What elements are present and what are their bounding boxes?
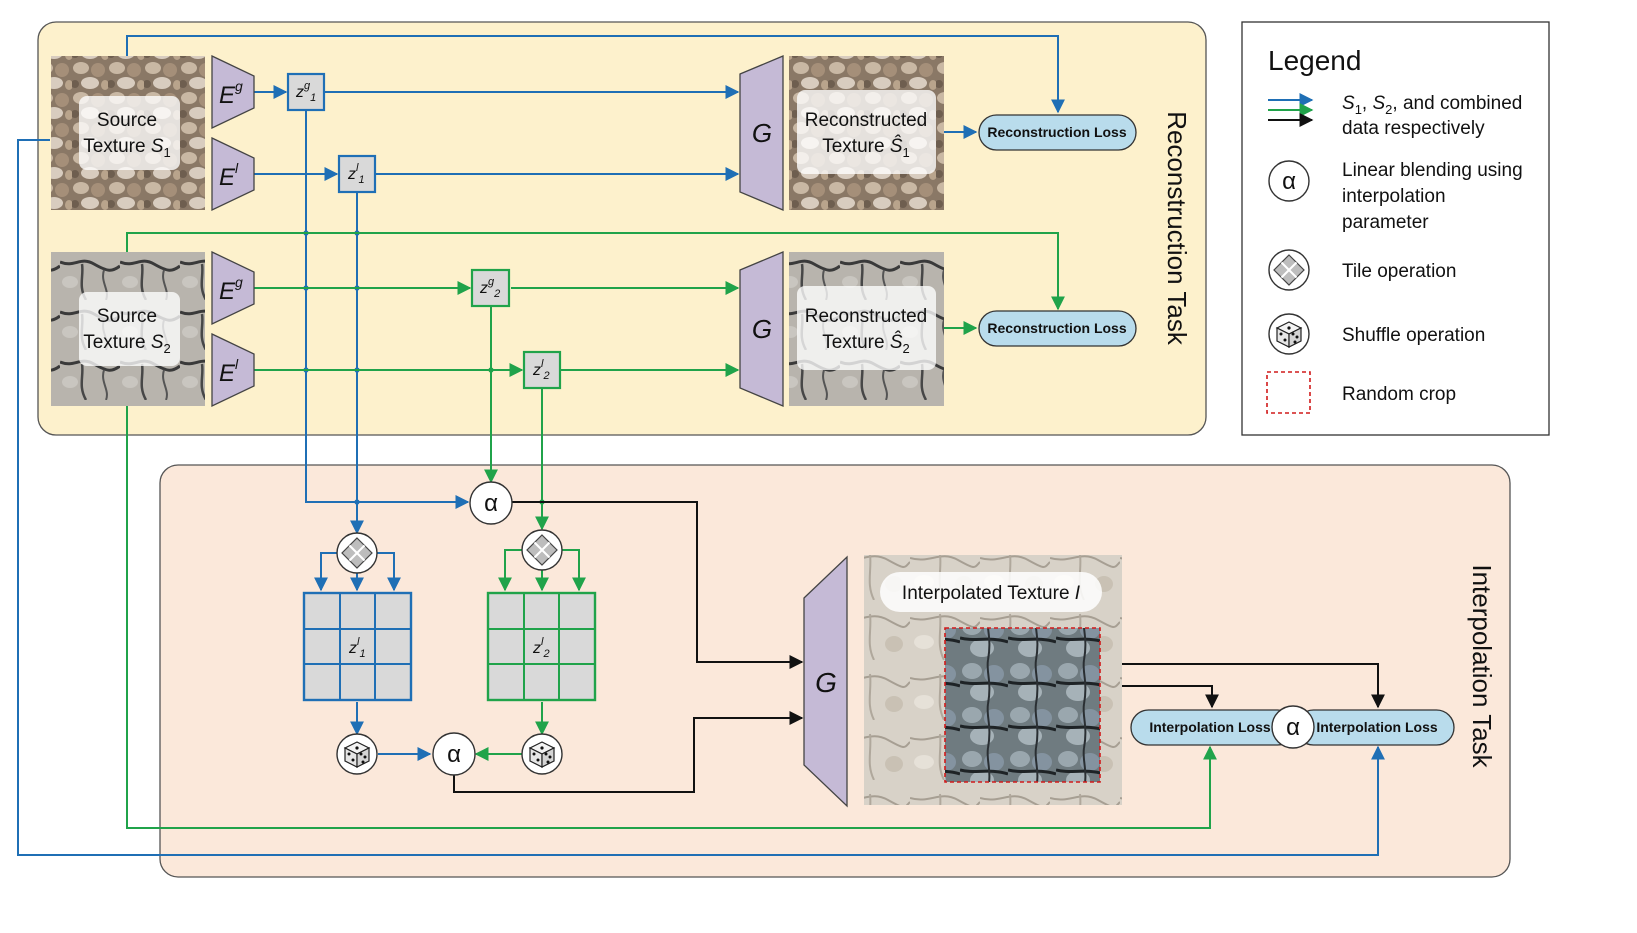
svg-text:G: G (815, 667, 837, 698)
legend-crop-label: Random crop (1342, 384, 1456, 405)
reconstruction-loss-1: Reconstruction Loss (978, 114, 1137, 151)
source1-line2: Texture S1 (83, 136, 171, 160)
svg-text:Reconstruction Loss: Reconstruction Loss (987, 320, 1126, 336)
interpolation-loss-1: Interpolation Loss (1130, 709, 1296, 746)
random-crop-box (944, 627, 1101, 783)
legend-shuffle-label: Shuffle operation (1342, 325, 1485, 346)
legend-alpha-icon: α (1268, 160, 1310, 202)
legend-alpha-line1: Linear blending using (1342, 160, 1523, 181)
latent-zl1: zl1 (337, 154, 377, 194)
legend-tile-label: Tile operation (1342, 261, 1456, 282)
shuffle-dice-icon (521, 733, 563, 775)
alpha-blend-local: α (432, 732, 476, 776)
svg-text:α: α (447, 741, 461, 768)
legend-arrows-line2: data respectively (1342, 118, 1485, 139)
recon1-line1: Reconstructed (805, 110, 928, 131)
legend-shuffle-dice-icon (1268, 313, 1310, 355)
tiled-grid-zl1: zl1 (302, 591, 413, 702)
latent-zg2: zg2 (470, 268, 511, 308)
reconstruction-task-title: Reconstruction Task (1162, 111, 1192, 346)
green-flow-lines (126, 232, 1217, 829)
encoder-local-2: El (211, 332, 255, 408)
latent-zl2: zl2 (522, 350, 562, 390)
svg-text:Eg: Eg (219, 274, 243, 305)
svg-text:G: G (752, 314, 772, 344)
legend-alpha-line2: interpolation (1342, 186, 1446, 207)
interpolation-task-title: Interpolation Task (1467, 564, 1497, 768)
svg-text:zl2: zl2 (532, 358, 550, 382)
interpolation-loss-2: Interpolation Loss (1295, 709, 1455, 746)
legend-title: Legend (1268, 45, 1361, 76)
interpolated-texture-label: Interpolated Texture I (902, 583, 1081, 604)
svg-text:α: α (1282, 168, 1296, 195)
latent-zg1: zg1 (286, 72, 326, 112)
blue-flow-lines (17, 35, 1385, 856)
reconstructed-texture-s1: Reconstructed Texture Ŝ1 (789, 56, 944, 210)
interpolated-texture-i: Interpolated Texture I (864, 555, 1122, 805)
recon2-line1: Reconstructed (805, 306, 928, 327)
svg-text:Reconstruction Loss: Reconstruction Loss (987, 124, 1126, 140)
svg-text:zg1: zg1 (295, 80, 316, 104)
reconstruction-loss-2: Reconstruction Loss (978, 310, 1137, 347)
legend-arrows (1268, 93, 1314, 127)
svg-text:G: G (752, 118, 772, 148)
svg-text:zg2: zg2 (479, 276, 500, 300)
reconstructed-texture-s2: Reconstructed Texture Ŝ2 (789, 252, 944, 406)
legend-tile-icon (1268, 249, 1310, 291)
legend: Legend S1, S2, and combined data respect… (1241, 21, 1550, 436)
svg-text:zl2: zl2 (532, 636, 550, 660)
legend-arrows-line1: S1, S2, and combined (1342, 93, 1522, 117)
alpha-blend-global: α (469, 481, 513, 525)
tile-icon (336, 532, 378, 574)
svg-text:El: El (219, 356, 239, 387)
source-texture-s2: Source Texture S2 (51, 252, 205, 406)
encoder-local-1: El (211, 136, 255, 212)
generator-2: G (739, 251, 784, 407)
svg-text:zl1: zl1 (347, 162, 365, 186)
generator-interp: G (803, 555, 848, 808)
tile-icon (521, 529, 563, 571)
legend-alpha-line3: parameter (1342, 212, 1429, 233)
black-flow-lines (453, 501, 1385, 793)
recon1-line2: Texture Ŝ1 (822, 135, 910, 160)
source-texture-s1: Source Texture S1 (51, 56, 205, 210)
svg-text:El: El (219, 160, 239, 191)
encoder-global-1: Eg (211, 54, 255, 130)
tiled-grid-zl2: zl2 (486, 591, 597, 702)
svg-text:α: α (484, 490, 498, 517)
shuffle-dice-icon (336, 733, 378, 775)
svg-text:α: α (1286, 714, 1300, 741)
source1-line1: Source (97, 110, 157, 131)
svg-text:Eg: Eg (219, 78, 243, 109)
svg-text:Interpolation Loss: Interpolation Loss (1316, 719, 1438, 735)
legend-crop-swatch (1266, 371, 1311, 414)
alpha-blend-loss: α (1271, 705, 1315, 749)
svg-text:Interpolation Loss: Interpolation Loss (1149, 719, 1271, 735)
svg-text:zl1: zl1 (348, 636, 366, 660)
generator-1: G (739, 55, 784, 211)
encoder-global-2: Eg (211, 250, 255, 326)
source2-line1: Source (97, 306, 157, 327)
source2-line2: Texture S2 (83, 332, 171, 356)
recon2-line2: Texture Ŝ2 (822, 331, 910, 356)
